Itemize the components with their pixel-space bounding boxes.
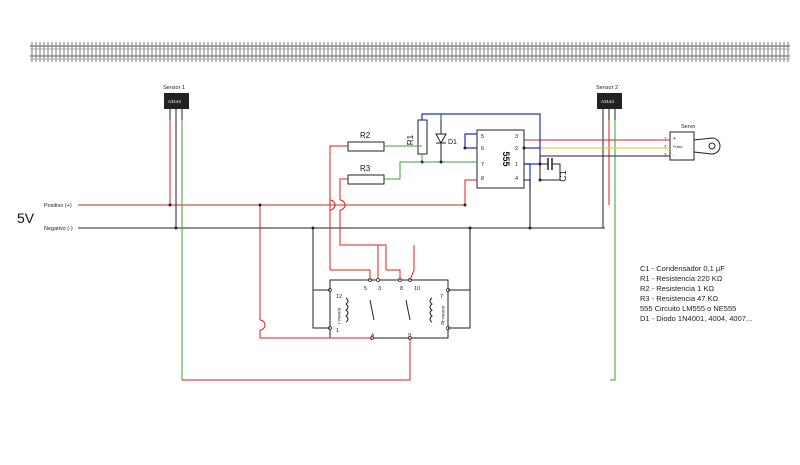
sensor-1-chip: A3144 (168, 99, 182, 104)
coil-2-icon (429, 297, 433, 323)
r3-label: R3 (360, 164, 371, 173)
r2-label: R2 (360, 131, 371, 140)
railway-track (30, 42, 790, 62)
c1-label: C1 (558, 170, 568, 182)
sensor-1: Sensor 1 A3144 (163, 85, 189, 120)
sensor-2-chip: A3144 (601, 99, 615, 104)
coil-1-icon (345, 297, 349, 323)
legend-item: C1 - Condensador 0,1 µF (640, 264, 725, 273)
relay-pin-6: 6 (441, 321, 444, 327)
legend-item: 555 Circuito LM555 o NE555 (640, 304, 737, 313)
legend-item: R3 - Resistencia 47 KΩ (640, 294, 719, 303)
legend-item: R1 - Resistencia 220 KΩ (640, 274, 723, 283)
servo: Servo + Pulso - 1 2 3 (664, 124, 721, 161)
r1: R1 (406, 119, 428, 155)
d1: D1 (435, 120, 457, 162)
servo-pin-2: 2 (664, 144, 667, 149)
sensor-2-title: Sensor 2 (596, 85, 618, 91)
servo-pin-minus: - (673, 153, 675, 159)
relay-pin-1: 1 (336, 328, 339, 334)
servo-title: Servo (681, 124, 695, 130)
r1-label: R1 (406, 134, 415, 145)
sensor-1-title: Sensor 1 (163, 85, 185, 91)
c1: C1 (539, 156, 568, 182)
ic-555: 555 5 6 7 8 3 2 1 4 (476, 129, 525, 189)
r2: R2 (347, 131, 385, 152)
ic-pin-5: 5 (481, 134, 484, 140)
relay-pin-9: 9 (408, 333, 411, 339)
legend-item: R2 - Resistencia 1 KΩ (640, 284, 714, 293)
servo-pin-1: 1 (664, 136, 667, 141)
r3: R3 (347, 164, 385, 185)
relay: 12 5 3 8 10 7 1 4 9 6 BOBINA 1 BOBINA 2 (328, 278, 450, 340)
ic-pin-8: 8 (481, 176, 484, 182)
servo-pin-plus: + (673, 136, 676, 142)
servo-pin-pulso: Pulso (673, 145, 683, 149)
ic-pin-6: 6 (481, 146, 484, 152)
relay-pin-12: 12 (336, 294, 342, 300)
legend-item: D1 - Diodo 1N4001, 4004, 4007... (640, 314, 753, 323)
coil-2-label: BOBINA 2 (441, 306, 445, 322)
positive-label: Positivo (+) (44, 203, 72, 209)
relay-pin-4: 4 (371, 333, 374, 339)
component-legend: C1 - Condensador 0,1 µF R1 - Resistencia… (640, 264, 752, 324)
ic-pin-4: 4 (515, 176, 518, 182)
negative-label: Negativo (-) (44, 226, 73, 232)
relay-pin-5: 5 (364, 286, 367, 292)
coil-1-label: BOBINA 1 (337, 308, 341, 324)
relay-pin-10: 10 (414, 286, 420, 292)
ic-pin-3: 3 (515, 134, 518, 140)
servo-horn-icon (693, 137, 721, 155)
ic-label: 555 (501, 151, 511, 166)
sensor-2: Sensor 2 A3144 (596, 85, 622, 120)
ic-pin-2: 2 (515, 146, 518, 152)
relay-pin-8: 8 (400, 286, 403, 292)
d1-label: D1 (448, 139, 457, 146)
supply-voltage: 5V (17, 210, 35, 226)
relay-pin-7: 7 (440, 294, 443, 300)
servo-pin-3: 3 (664, 152, 667, 157)
ic-pin-7: 7 (481, 162, 484, 168)
ic-pin-1: 1 (515, 162, 518, 168)
relay-pin-3: 3 (378, 286, 381, 292)
